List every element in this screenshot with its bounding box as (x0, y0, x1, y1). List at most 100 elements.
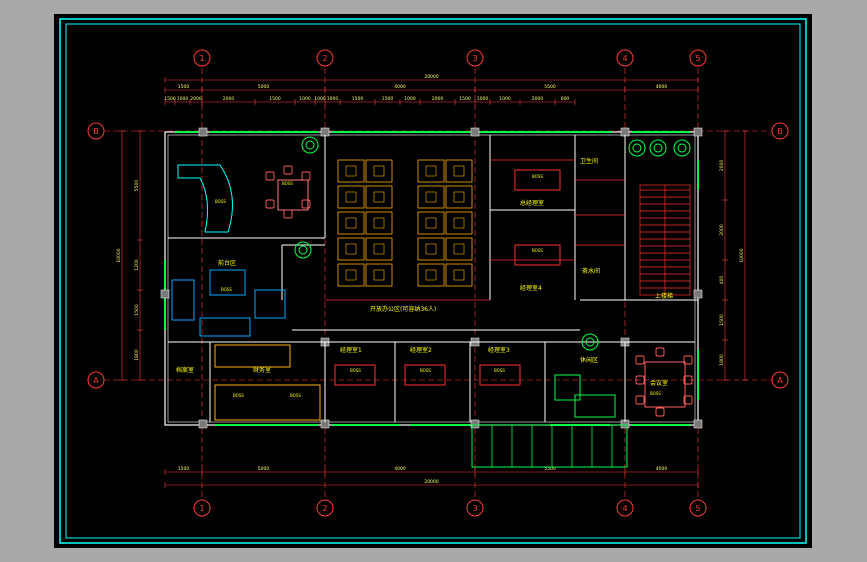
axis-label: B (93, 127, 99, 136)
chair (635, 375, 645, 385)
column (693, 127, 703, 137)
chair (301, 199, 311, 209)
dim-label: 1500 (269, 96, 281, 102)
chair (655, 347, 665, 357)
lounge-sofas (554, 374, 616, 418)
dim-label: 5000 (258, 84, 270, 90)
plant (301, 136, 319, 154)
workstation (365, 237, 393, 261)
interior-walls (168, 135, 698, 422)
reception-sofa (171, 269, 286, 337)
office-chair (373, 165, 385, 177)
desk-label: BOSS (233, 393, 244, 398)
chair (635, 395, 645, 405)
room-labels: 前台区 开放办公区(可容纳36人) 财务室 档案室 经理室1 经理室2 经理室3… (176, 157, 673, 387)
chair (283, 165, 293, 175)
chair (283, 209, 293, 219)
stairwell (639, 184, 691, 296)
axis-bubble (466, 499, 484, 517)
office-chair (453, 165, 465, 177)
office-chair (345, 165, 357, 177)
room-label-office2: 经理室2 (410, 346, 432, 354)
room-label-office4: 经理室4 (520, 284, 542, 292)
axis-label: B (777, 127, 783, 136)
axis-label: 3 (472, 504, 477, 513)
dim-label: 4000 (656, 84, 668, 90)
plant-core (632, 143, 642, 153)
office-chair (453, 191, 465, 203)
desk-label: BOSS (650, 391, 661, 396)
office-chair (345, 191, 357, 203)
room-label-gm: 总经理室 (520, 199, 544, 207)
workstation (365, 159, 393, 183)
axis-label: 5 (695, 54, 700, 63)
round-table (277, 179, 309, 211)
office-chair (425, 217, 437, 229)
chair (683, 355, 693, 365)
office-chair (453, 243, 465, 255)
column (693, 419, 703, 429)
workstation (445, 237, 473, 261)
workstation (337, 263, 365, 287)
workstation (337, 237, 365, 261)
office-chair (373, 191, 385, 203)
workstation (365, 211, 393, 235)
workstation (365, 185, 393, 209)
axis-bubble (193, 49, 211, 67)
workstation (417, 159, 445, 183)
chair (683, 375, 693, 385)
desk-label: BOSS (282, 181, 293, 186)
room-label-office3: 经理室3 (488, 346, 510, 354)
dim-label: 5000 (258, 466, 270, 472)
workstation (445, 159, 473, 183)
meeting-table (644, 361, 686, 408)
plant (673, 139, 691, 157)
axis-bubble (771, 371, 789, 389)
axis-bubble (616, 49, 634, 67)
axis-bubble (316, 499, 334, 517)
column (693, 289, 703, 299)
dim-label: 400 (719, 276, 725, 285)
dim-label: 1500 (352, 96, 364, 102)
room-label-office1: 经理室1 (340, 346, 362, 354)
dim-label: 1500 (178, 84, 190, 90)
office-chair (453, 217, 465, 229)
chairs (265, 165, 693, 417)
axis-bubble (87, 122, 105, 140)
room-label-archive: 档案室 (176, 366, 194, 374)
dimension-lines (119, 77, 748, 488)
plants (294, 136, 691, 351)
room-label-lounge: 休闲区 (580, 356, 598, 364)
workstation (417, 211, 445, 235)
axis-bubble (193, 499, 211, 517)
dim-label: 1000 (177, 96, 189, 102)
desk-label: BOSS (290, 393, 301, 398)
axis-label: 3 (472, 54, 477, 63)
dim-label: 1500 (178, 466, 190, 472)
dim-label: 5500 (134, 180, 140, 192)
axis-label: 5 (695, 504, 700, 513)
column (320, 127, 330, 137)
workstation (337, 211, 365, 235)
chair (635, 355, 645, 365)
axis-label: 4 (622, 504, 627, 513)
office-chair (373, 243, 385, 255)
desk-label: BOSS (215, 199, 226, 204)
room-label-meeting: 会议室 (650, 379, 668, 387)
desk-label: BOSS (494, 368, 505, 373)
chair (655, 407, 665, 417)
axis-label: A (777, 376, 783, 385)
office-desks (334, 169, 561, 386)
dim-label: 600 (561, 96, 570, 102)
column (470, 127, 480, 137)
workstation (417, 237, 445, 261)
dim-label: 20000 (424, 479, 438, 485)
workstation (445, 185, 473, 209)
dim-label: 5500 (544, 466, 556, 472)
axis-label: A (93, 376, 99, 385)
workstation (417, 185, 445, 209)
dim-label: 10000 (739, 248, 745, 262)
